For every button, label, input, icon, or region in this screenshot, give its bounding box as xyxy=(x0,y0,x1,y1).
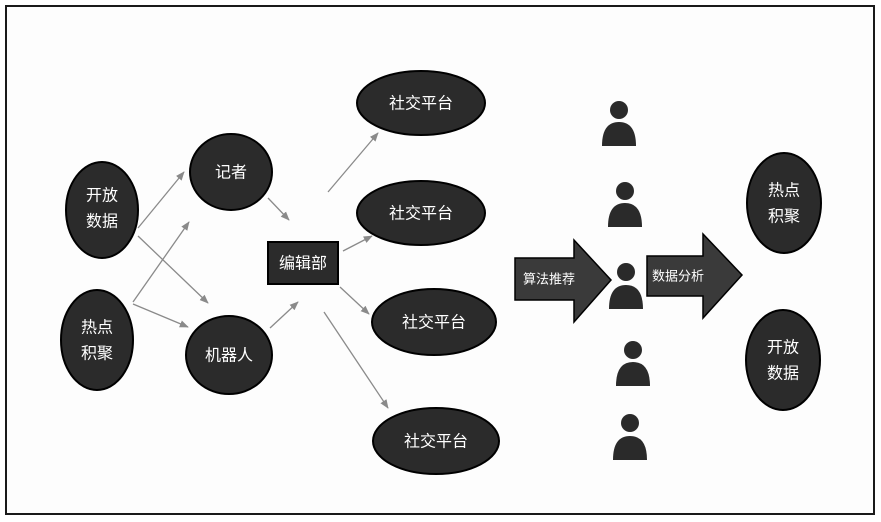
connector-editorial-to-social-2 xyxy=(342,235,373,252)
node-social-4: 社交平台 xyxy=(372,407,500,475)
arrow-algorithm-recommendation: 算法推荐 xyxy=(514,238,613,324)
node-social-3: 社交平台 xyxy=(371,288,497,356)
node-robot-label: 机器人 xyxy=(205,346,253,365)
connector-editorial-to-social-1 xyxy=(327,132,379,193)
arrow-data-analysis: 数据分析 xyxy=(646,232,744,320)
connector-open-data-to-reporter xyxy=(137,171,185,229)
node-hot-accum-right: 热点 积聚 xyxy=(746,152,822,254)
node-open-data-left: 开放 数据 xyxy=(65,161,139,259)
node-open-data-left-line1: 开放 xyxy=(86,186,118,205)
connector-reporter-to-editorial xyxy=(267,197,290,221)
node-editorial-label: 编辑部 xyxy=(279,254,327,273)
user-icon xyxy=(602,101,636,146)
node-editorial: 编辑部 xyxy=(267,241,339,285)
node-open-data-left-line2: 数据 xyxy=(86,212,118,231)
node-reporter: 记者 xyxy=(189,133,273,211)
node-social-3-label: 社交平台 xyxy=(402,313,466,332)
connector-hot-to-reporter xyxy=(132,221,190,303)
arrow-algorithm-label: 算法推荐 xyxy=(523,273,575,288)
connector-robot-to-editorial xyxy=(269,301,299,329)
node-social-4-label: 社交平台 xyxy=(404,432,468,451)
node-hot-accum-right-line1: 热点 xyxy=(768,181,800,200)
node-reporter-label: 记者 xyxy=(215,163,247,182)
node-social-2-label: 社交平台 xyxy=(389,204,453,223)
connector-editorial-to-social-4 xyxy=(323,311,389,409)
user-icon xyxy=(609,263,643,309)
node-open-data-right: 开放 数据 xyxy=(745,309,821,411)
connector-lines xyxy=(132,132,389,409)
node-social-1-label: 社交平台 xyxy=(389,94,453,113)
arrow-analysis-label: 数据分析 xyxy=(652,270,704,285)
node-open-data-right-line1: 开放 xyxy=(767,338,799,357)
user-icon xyxy=(608,182,642,227)
node-hot-accum-left-line1: 热点 xyxy=(81,318,113,337)
user-icon xyxy=(613,414,647,460)
node-hot-accum-left-line2: 积聚 xyxy=(81,344,113,363)
node-robot: 机器人 xyxy=(185,315,273,395)
connector-editorial-to-social-3 xyxy=(339,286,370,315)
user-icon xyxy=(616,341,650,386)
connector-hot-to-robot xyxy=(132,303,189,328)
node-social-2: 社交平台 xyxy=(356,180,486,246)
node-hot-accum-right-line2: 积聚 xyxy=(768,207,800,226)
connector-open-data-to-robot xyxy=(137,235,209,304)
node-social-1: 社交平台 xyxy=(356,70,486,136)
node-hot-accum-left: 热点 积聚 xyxy=(60,289,134,391)
node-open-data-right-line2: 数据 xyxy=(767,364,799,383)
